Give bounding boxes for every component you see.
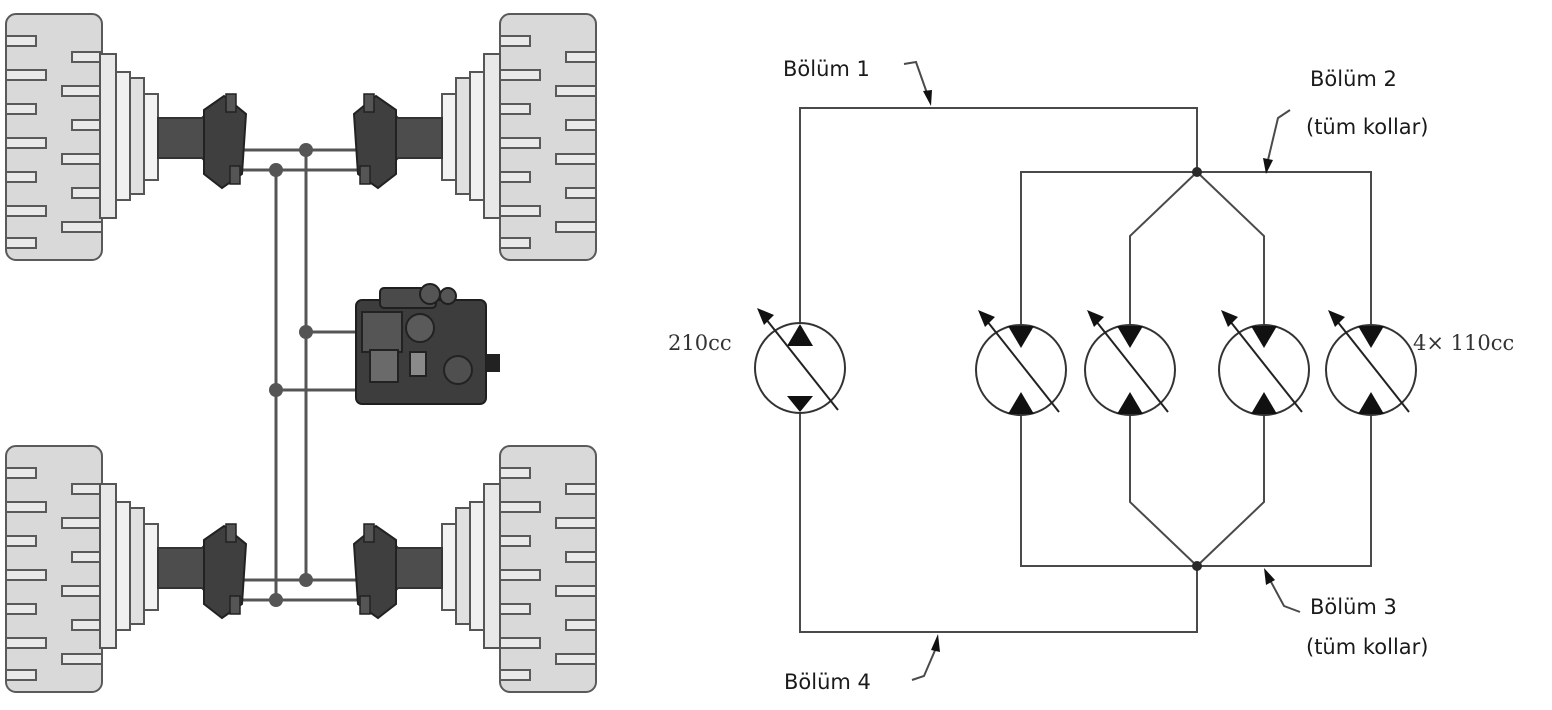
junction-bottom <box>1192 561 1202 571</box>
wheel-rear-right <box>353 445 597 693</box>
section3-label: Bölüm 3 <box>1310 595 1397 619</box>
section3-sublabel: (tüm kollar) <box>1306 635 1429 659</box>
section1-label: Bölüm 1 <box>783 57 870 81</box>
leader-lines <box>903 60 1301 681</box>
junction-top <box>1192 167 1202 177</box>
vehicle-illustration <box>5 13 597 693</box>
hydraulic-piping <box>235 143 380 607</box>
pump-capacity-label: 210cc <box>668 331 732 355</box>
circuit-lines <box>799 107 1372 633</box>
motor-symbol-1 <box>975 310 1067 416</box>
hydraulic-pump-icon <box>355 283 500 405</box>
wheel-rear-left <box>5 445 247 693</box>
motor-capacity-label: 4× 110cc <box>1413 331 1514 355</box>
hydraulic-schematic: Bölüm 1 Bölüm 2 (tüm kollar) Bölüm 3 (tü… <box>668 57 1514 694</box>
motor-symbol-2 <box>1084 310 1176 416</box>
wheel-front-left <box>5 13 247 261</box>
motor-symbol-3 <box>1218 310 1310 416</box>
pump-symbol <box>754 308 846 414</box>
section2-label: Bölüm 2 <box>1310 67 1397 91</box>
section2-sublabel: (tüm kollar) <box>1306 115 1429 139</box>
motor-symbol-4 <box>1325 310 1417 416</box>
wheel-front-right <box>353 13 597 261</box>
section4-label: Bölüm 4 <box>784 670 871 694</box>
